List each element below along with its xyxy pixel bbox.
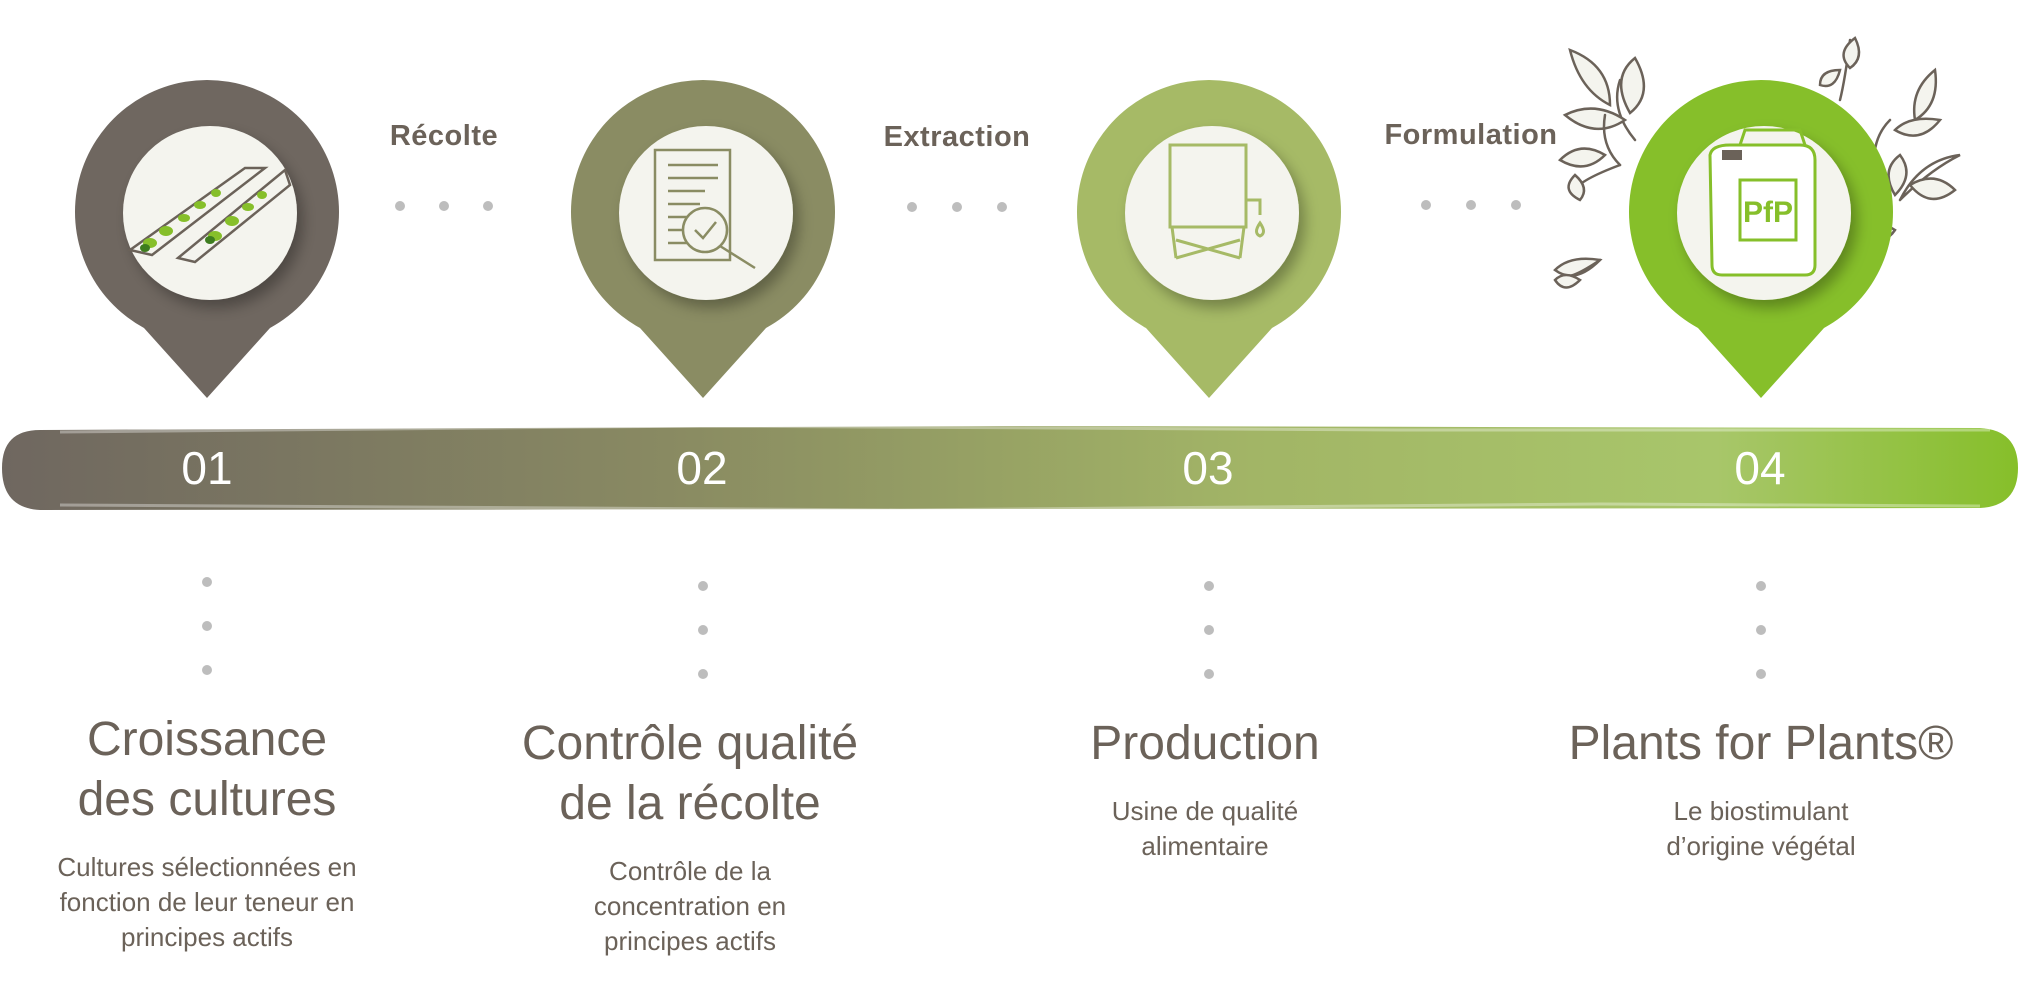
marker-step-2: [570, 79, 836, 398]
step-4-description: Le biostimulant d’origine végétal: [1536, 794, 1986, 864]
crop-field-icon: [127, 166, 292, 264]
step-number-4: 04: [1734, 442, 1786, 494]
step-3-text: Production Usine de qualité alimentaire: [1020, 714, 1390, 864]
step-2-text: Contrôle qualité de la récolte Contrôle …: [480, 714, 900, 959]
document-inspection-icon: [653, 148, 756, 270]
tank-factory-icon: [1168, 143, 1265, 260]
connector-label-extraction: Extraction: [883, 121, 1031, 153]
step-3-description: Usine de qualité alimentaire: [1020, 794, 1390, 864]
connector-label-recolte: Récolte: [389, 120, 499, 152]
step-number-1: 01: [181, 442, 233, 494]
connector-label-formulation: Formulation: [1384, 119, 1558, 151]
step-3-title: Production: [1090, 717, 1320, 770]
marker-step-4: PfP: [1628, 79, 1894, 398]
step-2-desc-line: concentration en: [593, 891, 787, 921]
step-1-title-line2: des cultures: [77, 773, 337, 826]
step-4-desc-line: Le biostimulant: [1673, 796, 1849, 826]
step-4-desc-line: d’origine végétal: [1666, 831, 1856, 861]
step-1-desc-line: principes actifs: [121, 922, 293, 952]
step-2-desc-line: Contrôle de la: [609, 856, 771, 886]
leaf-decoration-icon: [1553, 36, 1961, 289]
step-3-desc-line: alimentaire: [1141, 831, 1269, 861]
step-3-desc-line: Usine de qualité: [1111, 796, 1299, 826]
step-2-description: Contrôle de la concentration en principe…: [480, 854, 900, 959]
marker-step-3: [1076, 79, 1342, 398]
step-number-2: 02: [676, 442, 728, 494]
connector-dots: [395, 200, 1521, 212]
product-logo: PfP: [1743, 196, 1793, 229]
step-1-text: Croissance des cultures Cultures sélecti…: [17, 710, 397, 955]
marker-step-1: [74, 80, 340, 398]
step-2-title-line2: de la récolte: [559, 777, 821, 830]
step-4-title: Plants for Plants®: [1568, 717, 1954, 770]
step-4-text: Plants for Plants® Le biostimulant d’ori…: [1536, 714, 1986, 864]
step-1-desc-line: fonction de leur teneur en: [59, 887, 355, 917]
step-2-desc-line: principes actifs: [604, 926, 776, 956]
timeline-bar: [2, 424, 2018, 512]
step-1-title-line1: Croissance: [86, 713, 328, 766]
step-1-description: Cultures sélectionnées en fonction de le…: [17, 850, 397, 955]
jerrycan-product-icon: PfP: [1708, 128, 1817, 277]
step-1-desc-line: Cultures sélectionnées en: [57, 852, 357, 882]
step-2-title-line1: Contrôle qualité: [521, 717, 859, 770]
vertical-dots: [202, 577, 1766, 679]
step-number-3: 03: [1182, 442, 1234, 494]
